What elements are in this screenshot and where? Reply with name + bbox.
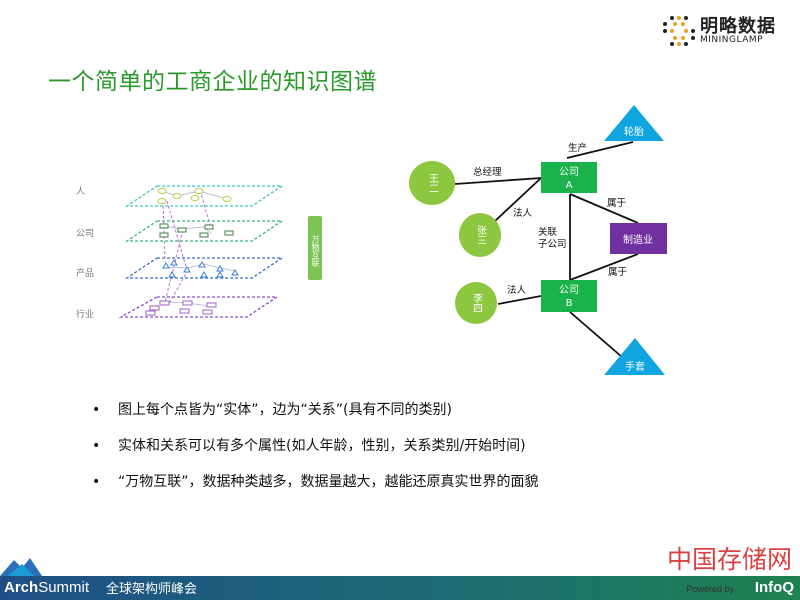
company-node [224, 230, 234, 236]
infoq-logo: InfoQ [754, 579, 794, 596]
edge-label-gm: 总经理 [473, 166, 502, 178]
product-node [162, 262, 170, 269]
person-node [157, 198, 167, 204]
company-b-letter: B [566, 298, 573, 309]
edge-label-belongs-b: 属于 [608, 267, 627, 278]
company-b-label: 公司 [559, 285, 579, 296]
edge-label-belongs-a: 属于 [607, 198, 626, 209]
wanger-label: 王二 [426, 173, 438, 193]
bullet-item: • “万物互联”，数据种类越多，数据量越大，越能还原真实世界的面貌 [92, 472, 539, 508]
company-node [177, 227, 187, 233]
layer-label-product: 产品 [76, 269, 95, 279]
industry-node [182, 300, 193, 306]
powered-by: Powered by [686, 584, 734, 594]
company-node [159, 223, 169, 229]
tire-label: 轮胎 [624, 125, 644, 138]
bullet-text: “万物互联”，数据种类越多，数据量越大，越能还原真实世界的面貌 [118, 474, 539, 490]
glove-label: 手套 [625, 360, 645, 373]
bullet-dot-icon: • [92, 438, 101, 454]
bullet-dot-icon: • [92, 474, 101, 490]
bullet-list: • 图上每个点皆为“实体”，边为“关系”(具有不同的类别) • 实体和关系可以有多个… [92, 400, 539, 508]
layer-plane-person [124, 185, 285, 207]
edge-label-produce: 生产 [568, 142, 587, 154]
product-node [216, 271, 224, 278]
company-node [159, 232, 169, 238]
edge-gm [454, 177, 542, 185]
person-node [194, 188, 204, 194]
company-b-node [541, 280, 597, 312]
industry-node [159, 300, 170, 306]
industry-node [179, 308, 190, 314]
event-name: 全球架构师峰会 [106, 581, 198, 596]
page-title: 一个简单的工商企业的知识图谱 [48, 69, 377, 95]
bullet-text: 实体和关系可以有多个属性(如人年龄，性别，关系类别/开始时间) [118, 438, 526, 454]
company-node [199, 232, 209, 238]
company-a-letter: A [566, 180, 573, 191]
layer-plane-industry [118, 296, 280, 318]
logo-dots-icon [663, 16, 695, 46]
industry-node [610, 223, 667, 254]
layer-plane-product [124, 257, 285, 279]
edge-label-related-2: 子公司 [538, 239, 567, 250]
edge-legal-b [497, 295, 542, 305]
person-node [172, 193, 182, 199]
product-node [198, 261, 206, 268]
all-things-connected-label: 万物互联 [308, 216, 322, 280]
edge-glove [569, 311, 623, 358]
industry-node [149, 305, 160, 311]
footer-bar: ArchSummit 全球架构师峰会 Powered by InfoQ [0, 576, 800, 600]
wanger-node [409, 161, 455, 205]
lisi-node [455, 282, 497, 324]
product-node [216, 265, 224, 272]
watermark: 中国存储网 [666, 545, 792, 574]
edge-legal-a [494, 177, 542, 222]
archsummit-logo: ArchSummit [4, 579, 90, 596]
archsummit-mountain-icon [0, 558, 42, 576]
edge-label-legal-b: 法人 [507, 284, 527, 296]
industry-node [206, 302, 217, 308]
layer-label-company: 公司 [76, 229, 95, 239]
layer-plane-company [124, 220, 285, 242]
product-node [200, 271, 208, 278]
mininglamp-logo: 明略数据 MININGLAMP [662, 12, 792, 48]
person-node [190, 195, 200, 201]
tire-node [604, 105, 664, 141]
bullet-dot-icon: • [92, 402, 101, 418]
edge-belongs-a [569, 193, 639, 224]
knowledge-graph: 轮胎 手套 公司 A 公司 B 制造业 生产 总经理 法人 关联 子公司 属于 … [409, 105, 667, 375]
industry-label: 制造业 [623, 233, 653, 246]
edge-label-legal-a: 法人 [513, 207, 533, 219]
company-a-label: 公司 [559, 167, 579, 178]
industry-node [202, 309, 213, 315]
bullet-item: • 实体和关系可以有多个属性(如人年龄，性别，关系类别/开始时间) [92, 436, 539, 472]
person-node [157, 188, 167, 194]
product-node [231, 269, 239, 276]
bullet-text: 图上每个点皆为“实体”，边为“关系”(具有不同的类别) [118, 402, 452, 418]
layer-label-person: 人 [76, 187, 86, 197]
logo-text-cn: 明略数据 [700, 16, 776, 37]
person-node [222, 196, 232, 202]
product-node [170, 259, 178, 266]
lisi-label: 李四 [470, 293, 482, 313]
layer-label-industry: 行业 [76, 310, 95, 320]
bullet-item: • 图上每个点皆为“实体”，边为“关系”(具有不同的类别) [92, 400, 539, 436]
zhangsan-node [459, 213, 501, 257]
industry-node [145, 310, 156, 316]
company-node [204, 224, 214, 230]
logo-text-en: MININGLAMP [700, 35, 764, 45]
edge-label-related-1: 关联 [538, 226, 558, 238]
product-node [183, 266, 191, 273]
layer-diagram [118, 185, 285, 318]
zhangsan-label: 张三 [474, 225, 486, 245]
product-node [168, 271, 176, 278]
edge-produce [566, 141, 634, 159]
edge-belongs-b [569, 253, 639, 281]
glove-node [604, 338, 665, 375]
company-a-node [541, 162, 597, 193]
